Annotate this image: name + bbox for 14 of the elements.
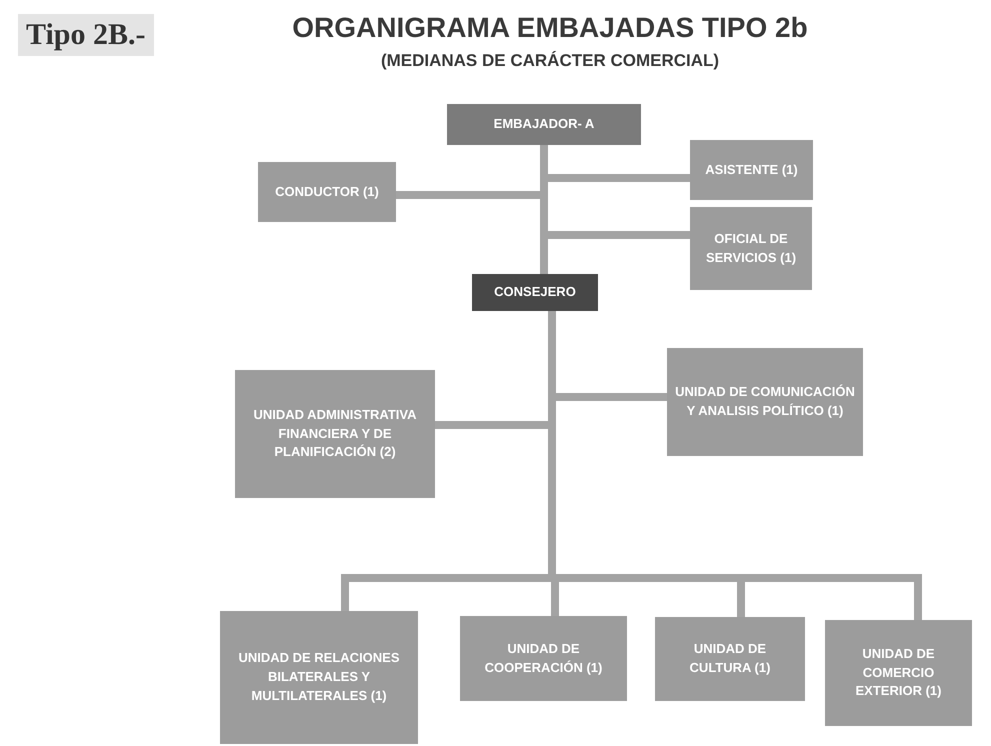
role-box: EMBAJADOR- A [447,104,641,145]
unit-box: UNIDAD DE COMUNICACIÓN Y ANALISIS POLÍTICO (1) [667,348,863,456]
role-box: CONSEJERO [472,274,598,311]
unit-box: UNIDAD DE RELACIONES BILATERALES Y MULTILATERALES (1) [220,611,418,744]
unit-box: UNIDAD DE COMERCIO EXTERIOR (1) [825,620,972,726]
unit-box: UNIDAD DE CULTURA (1) [655,617,805,701]
unit-box: UNIDAD DE COOPERACIÓN (1) [460,616,627,701]
unit-box: CONDUCTOR (1) [258,162,396,222]
unit-box: ASISTENTE (1) [690,140,813,200]
title: ORGANIGRAMA EMBAJADAS TIPO 2b [291,11,809,45]
unit-box: OFICIAL DE SERVICIOS (1) [690,207,812,290]
subtitle: (MEDIANAS DE CARÁCTER COMERCIAL) [380,50,720,72]
unit-box: UNIDAD ADMINISTRATIVA FINANCIERA Y DE PLANIFICACIÓN (2) [235,370,435,498]
heading-tag: Tipo 2B.- [18,14,154,56]
